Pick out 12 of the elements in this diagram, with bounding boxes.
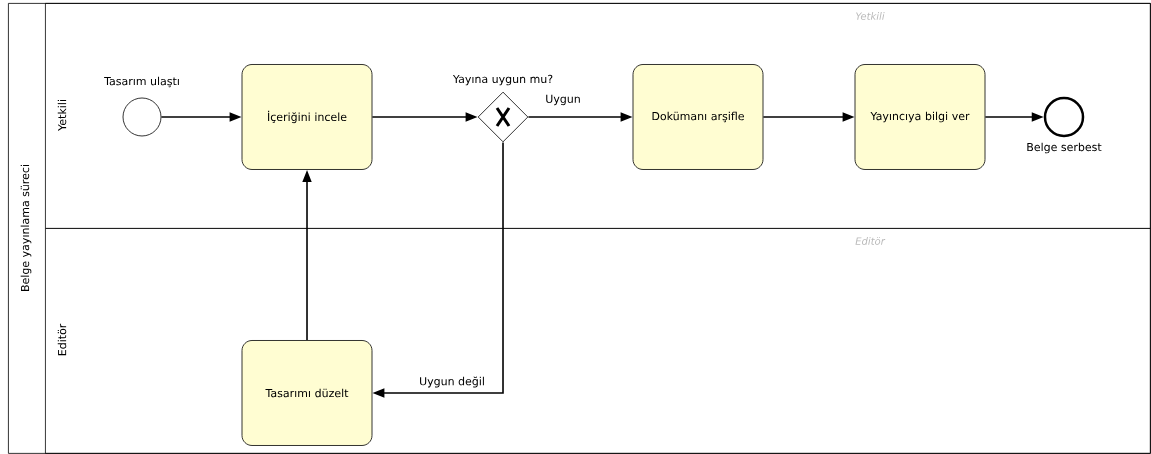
task-box: Yayıncıya bilgi ver bbox=[854, 64, 986, 170]
event-label: Yayına uygun mu? bbox=[452, 74, 553, 86]
gateway-diamond bbox=[477, 91, 529, 143]
edge-label: Uygun değil bbox=[418, 375, 486, 389]
task-box: Dokümanı arşifle bbox=[632, 64, 764, 170]
event-label: Tasarım ulaştı bbox=[104, 76, 179, 88]
task-box: İçeriğini incele bbox=[241, 64, 373, 170]
event-label: Belge serbest bbox=[1027, 142, 1102, 154]
edge-label: Uygun bbox=[544, 93, 582, 107]
task-box: Tasarımı düzelt bbox=[241, 340, 373, 446]
start-event bbox=[122, 97, 162, 137]
end-event bbox=[1043, 96, 1085, 138]
